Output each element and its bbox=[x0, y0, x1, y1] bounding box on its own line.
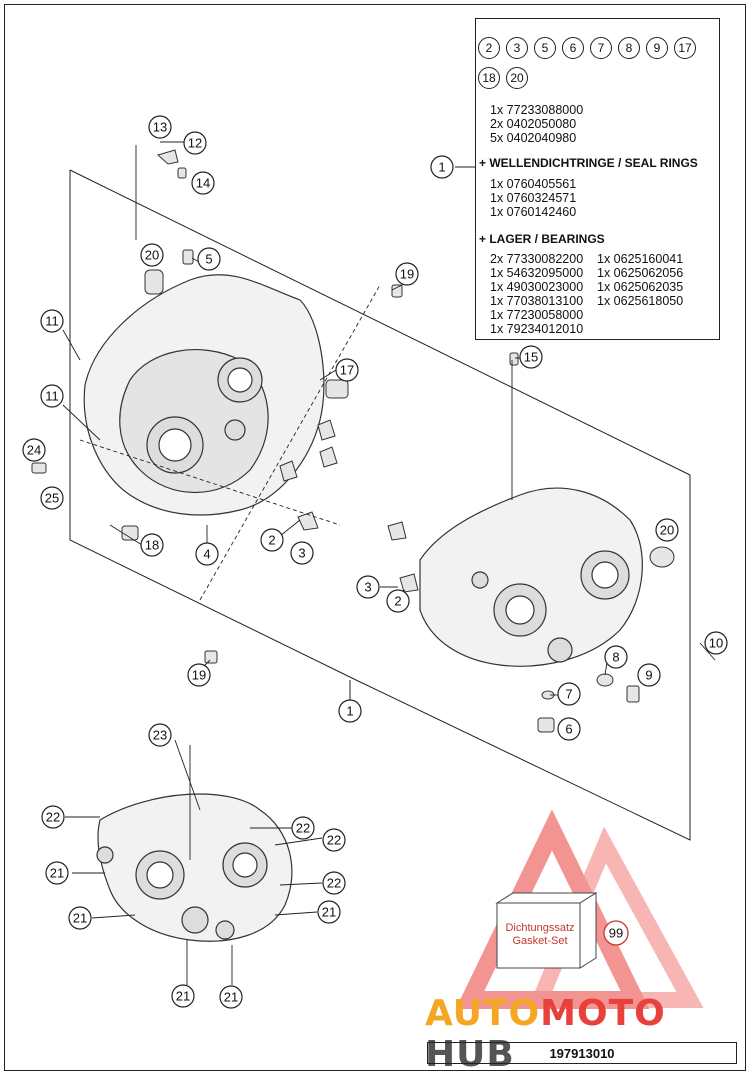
callout-bubbles bbox=[22, 115, 728, 1009]
callout-6: 6 bbox=[565, 722, 572, 737]
callout-22: 22 bbox=[327, 876, 341, 891]
kit-bubble: 8 bbox=[618, 37, 640, 59]
callout-24: 24 bbox=[27, 443, 41, 458]
kit-bubble: 9 bbox=[646, 37, 668, 59]
kit-bubble: 20 bbox=[506, 67, 528, 89]
callout-17: 17 bbox=[340, 363, 354, 378]
callout-3: 3 bbox=[364, 580, 371, 595]
seal-part-list: 1x 0760405561 1x 0760324571 1x 076014246… bbox=[490, 177, 576, 219]
drawing-frame bbox=[4, 4, 746, 1071]
watermark-auto: AUTO bbox=[425, 993, 541, 1034]
callout-1: 1 bbox=[346, 704, 353, 719]
kit-bubble: 2 bbox=[478, 37, 500, 59]
part-number: 1x 0625062056 bbox=[597, 266, 684, 280]
callout-21: 21 bbox=[73, 911, 87, 926]
gasket-bubble: 99 bbox=[603, 920, 629, 946]
part-number: 1x 49030023000 bbox=[490, 280, 584, 294]
callout-labels: 13 12 14 20 5 19 11 17 11 24 25 18 4 2 3… bbox=[27, 120, 723, 1005]
callout-19: 19 bbox=[192, 668, 206, 683]
crankcase-bottom-view bbox=[96, 793, 293, 942]
leader-lines bbox=[62, 141, 716, 985]
callout-21: 21 bbox=[50, 866, 64, 881]
callout-8: 8 bbox=[612, 650, 619, 665]
watermark-hub: HUB bbox=[425, 1034, 515, 1075]
part-number: 2x 77330082200 bbox=[490, 252, 584, 266]
part-number: 1x 79234012010 bbox=[490, 322, 584, 336]
right-crankcase-half bbox=[419, 487, 643, 667]
callout-25: 25 bbox=[45, 491, 59, 506]
watermark-logo: AUTOMOTO HUB bbox=[425, 993, 752, 1075]
part-number: 1x 0625062035 bbox=[597, 280, 684, 294]
callout-13: 13 bbox=[153, 120, 167, 135]
part-number: 1x 0760142460 bbox=[490, 205, 577, 219]
kit-bubble: 5 bbox=[534, 37, 556, 59]
kit-bubble: 3 bbox=[506, 37, 528, 59]
bearing-list-col2: 1x 0625160041 1x 0625062056 1x 062506203… bbox=[597, 252, 683, 308]
part-number: 1x 0625618050 bbox=[597, 294, 684, 308]
callout-21: 21 bbox=[322, 905, 336, 920]
gasket-set-graphic bbox=[495, 892, 598, 969]
part-number: 1x 77230058000 bbox=[490, 308, 584, 322]
part-number: 5x 0402040980 bbox=[490, 131, 577, 145]
part-number: 1x 0760324571 bbox=[490, 191, 577, 205]
callout-2: 2 bbox=[268, 533, 275, 548]
callout-7: 7 bbox=[565, 687, 572, 702]
gasket-label-de: Dichtungssatz bbox=[505, 922, 575, 934]
parts-kit-box: 2 3 5 6 7 8 9 17 18 20 1x 77233088000 2x… bbox=[475, 18, 720, 340]
part-number: 1x 54632095000 bbox=[490, 266, 584, 280]
callout-9: 9 bbox=[645, 668, 652, 683]
part-number: 1x 0760405561 bbox=[490, 177, 577, 191]
callout-2: 2 bbox=[394, 594, 401, 609]
callout-5: 5 bbox=[205, 252, 212, 267]
callout-10: 10 bbox=[709, 636, 723, 651]
callout-3: 3 bbox=[298, 546, 305, 561]
small-parts bbox=[31, 149, 675, 733]
bubble-row-2: 18 20 bbox=[478, 67, 528, 89]
callout-18: 18 bbox=[145, 538, 159, 553]
bearing-list-col1: 2x 77330082200 1x 54632095000 1x 4903002… bbox=[490, 252, 583, 336]
bearings-heading: + LAGER / BEARINGS bbox=[479, 232, 605, 246]
callout-15: 15 bbox=[524, 350, 538, 365]
callout-20: 20 bbox=[145, 248, 159, 263]
callout-21: 21 bbox=[224, 990, 238, 1005]
callout-19: 19 bbox=[400, 267, 414, 282]
gasket-number: 99 bbox=[609, 926, 623, 941]
document-number: 197913010 bbox=[427, 1042, 737, 1064]
kit-bubble: 6 bbox=[562, 37, 584, 59]
kit-bubble: 17 bbox=[674, 37, 696, 59]
gasket-label-en: Gasket-Set bbox=[512, 935, 568, 947]
callout-12: 12 bbox=[188, 136, 202, 151]
assembly-outline bbox=[69, 169, 691, 841]
kit-bubble: 18 bbox=[478, 67, 500, 89]
part-number: 1x 0625160041 bbox=[597, 252, 684, 266]
watermark-moto: MOTO bbox=[540, 993, 666, 1034]
kit-bubble: 7 bbox=[590, 37, 612, 59]
callout-22: 22 bbox=[327, 833, 341, 848]
part-number: 1x 77233088000 bbox=[490, 103, 584, 117]
callout-21: 21 bbox=[176, 989, 190, 1004]
callout-22: 22 bbox=[46, 810, 60, 825]
callout-20: 20 bbox=[660, 523, 674, 538]
part-number: 2x 0402050080 bbox=[490, 117, 577, 131]
left-crankcase-half bbox=[83, 274, 325, 516]
callout-14: 14 bbox=[196, 176, 210, 191]
callout-23: 23 bbox=[153, 728, 167, 743]
kit-part-list: 1x 77233088000 2x 0402050080 5x 04020409… bbox=[490, 103, 583, 145]
callout-4: 4 bbox=[203, 547, 210, 562]
seal-rings-heading: + WELLENDICHTRINGE / SEAL RINGS bbox=[479, 156, 698, 170]
callout-11: 11 bbox=[45, 389, 59, 404]
callout-22: 22 bbox=[296, 821, 310, 836]
callout-parts-box-ref: 1 bbox=[438, 160, 445, 175]
part-number: 1x 77038013100 bbox=[490, 294, 584, 308]
bubble-row-1: 2 3 5 6 7 8 9 17 bbox=[478, 37, 696, 59]
callout-11: 11 bbox=[45, 314, 59, 329]
gasket-set-label: Dichtungssatz Gasket-Set bbox=[500, 922, 580, 948]
